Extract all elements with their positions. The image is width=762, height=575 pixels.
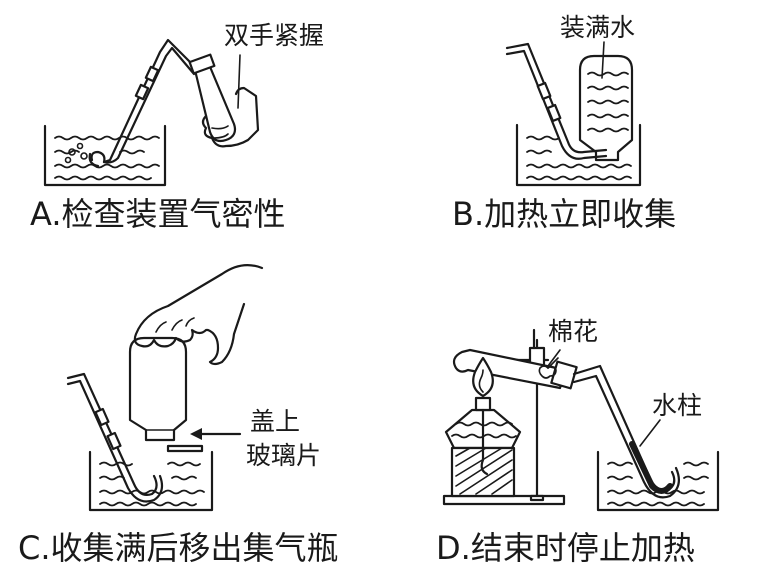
panel-c-hand-icon [133,263,264,366]
panel-d-delivery-tube [572,364,676,492]
panel-d-drawing [442,328,720,512]
panel-d-lamp-hatching [455,447,513,495]
panel-b-gas-bottle [578,54,634,162]
panel-a-gas-bubbles [64,142,88,164]
panel-b-delivery-tube [505,42,608,154]
panel-d-water-trough [596,450,720,512]
panel-c-drawing [66,263,264,512]
panel-d-flame [472,356,494,398]
panel-b-water-trough [515,123,642,187]
panel-b-drawing [505,41,642,187]
panel-d-test-tube [452,348,568,390]
panel-c-gas-bottle [128,336,188,442]
panel-a-water-trough [43,124,167,187]
panel-c-water-waves [99,461,205,507]
panel-a-label: 双手紧握 [224,21,325,50]
panel-d-label-water-column: 水柱 [652,391,703,420]
panel-b-caption: B.加热立即收集 [452,195,677,233]
panel-d-label-cotton: 棉花 [548,317,599,346]
panel-d-water-waves [607,461,709,507]
panel-c-delivery-tube [66,372,158,496]
panel-a-water-waves [54,135,160,181]
panel-c-label-line2: 玻璃片 [246,441,322,470]
panel-c-water-trough [88,450,214,512]
panel-d-cotton [538,365,557,379]
panel-d-stand-base [442,494,566,506]
panel-c-glass-slide [166,444,204,453]
panel-c-label-line1: 盖上 [250,407,301,436]
panel-c-caption: C.收集满后移出集气瓶 [18,529,339,567]
panel-a-test-tube [192,60,237,143]
panel-b-bottle-water [587,71,629,133]
panel-a-hands-icon [201,86,260,148]
panel-b-label: 装满水 [560,13,636,42]
panel-a-drawing [43,38,260,187]
panel-d-caption: D.结束时停止加热 [436,529,695,567]
panel-a-caption: A.检查装置气密性 [30,195,286,233]
